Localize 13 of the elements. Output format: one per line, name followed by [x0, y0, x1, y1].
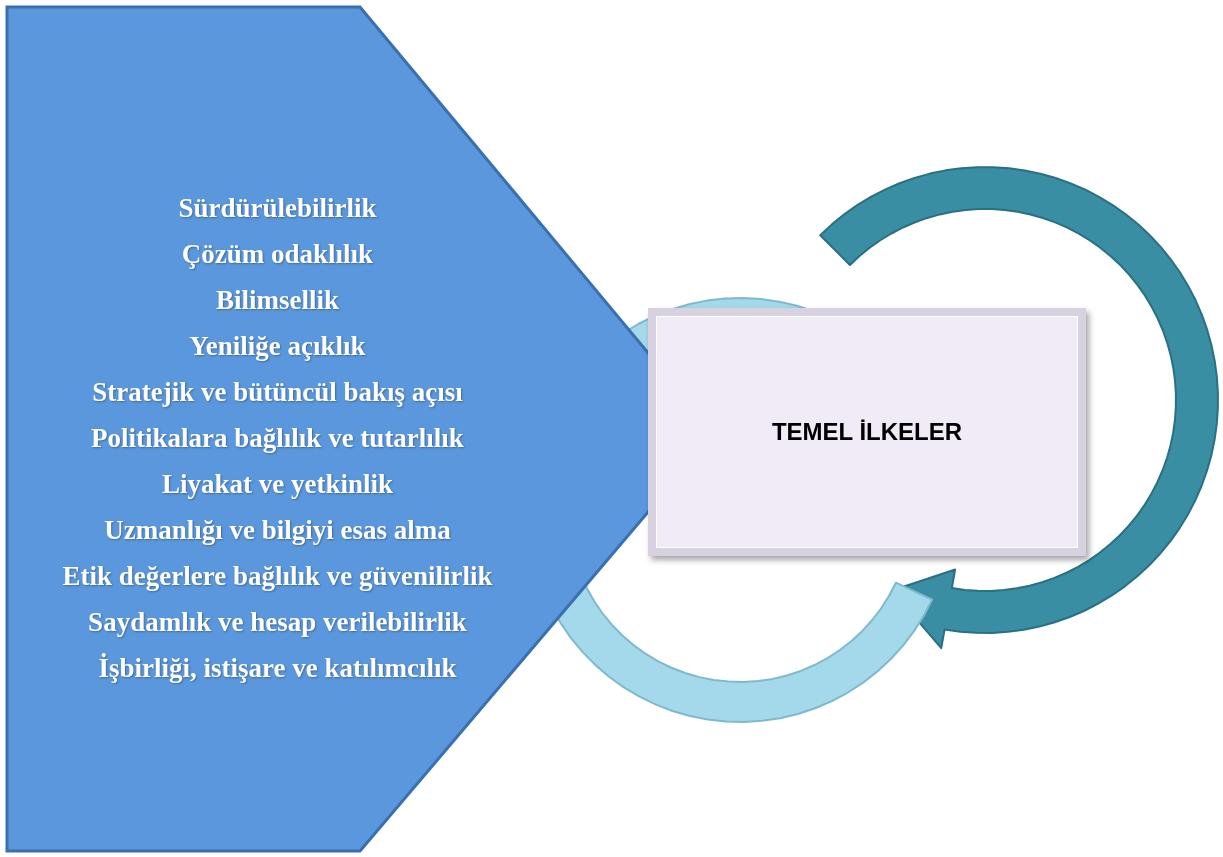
- principle-text: Politikalara bağlılık ve tutarlılık: [91, 422, 464, 455]
- principle-text: Stratejik ve bütüncül bakış açısı: [92, 376, 463, 409]
- principle-text: Etik değerlere bağlılık ve güvenilirlik: [62, 560, 493, 593]
- principle-text: Bilimsellik: [216, 284, 339, 317]
- principle-text: İşbirliği, istişare ve katılımcılık: [98, 652, 457, 685]
- principle-text: Yeniliğe açıklık: [189, 330, 366, 363]
- title-box: [648, 308, 1086, 556]
- principle-text: Çözüm odaklılık: [181, 238, 374, 271]
- box-title: TEMEL İLKELER: [771, 418, 963, 446]
- principle-text: Sürdürülebilirlik: [178, 192, 377, 225]
- principle-text: Uzmanlığı ve bilgiyi esas alma: [104, 514, 451, 547]
- principle-text: Liyakat ve yetkinlik: [162, 468, 393, 501]
- principle-text: Saydamlık ve hesap verilebilirlik: [88, 606, 467, 639]
